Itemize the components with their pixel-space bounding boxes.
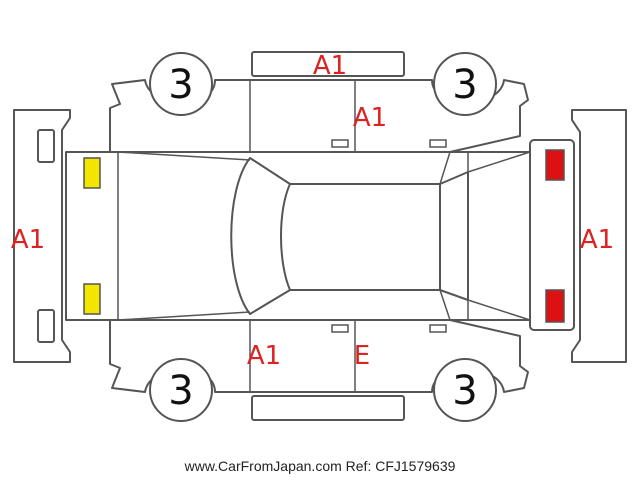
tire-rear-left: 3 (149, 358, 213, 422)
footer-site: www.CarFromJapan.com (184, 458, 342, 474)
car-top-view (65, 139, 575, 331)
tire-front-left: 3 (149, 52, 213, 116)
damage-code-bottom-front-door: A1 (247, 341, 281, 371)
footer-ref: Ref: CFJ1579639 (345, 458, 456, 474)
damage-code-roof: A1 (313, 51, 347, 81)
tire-front-left-score: 3 (168, 62, 193, 108)
rear-lamp-top (545, 149, 565, 181)
rear-lamp-bottom (545, 289, 565, 323)
front-lamp-top (83, 157, 101, 189)
tire-rear-right-score: 3 (452, 368, 477, 414)
right-bumper-panel (571, 109, 627, 363)
footer-watermark: www.CarFromJapan.com Ref: CFJ1579639 (0, 458, 640, 474)
tire-front-right-score: 3 (452, 62, 477, 108)
tire-front-right: 3 (433, 52, 497, 116)
damage-code-left-bumper: A1 (11, 225, 45, 255)
front-lamp-bottom (83, 283, 101, 315)
sill-strip-bottom (251, 395, 405, 421)
tire-rear-left-score: 3 (168, 368, 193, 414)
left-bumper-panel (13, 109, 71, 363)
damage-code-right-bumper: A1 (580, 225, 614, 255)
tire-rear-right: 3 (433, 358, 497, 422)
roof-strip-top (251, 51, 405, 77)
damage-code-bottom-rear-door: E (354, 341, 370, 371)
damage-code-top-door: A1 (353, 103, 387, 133)
